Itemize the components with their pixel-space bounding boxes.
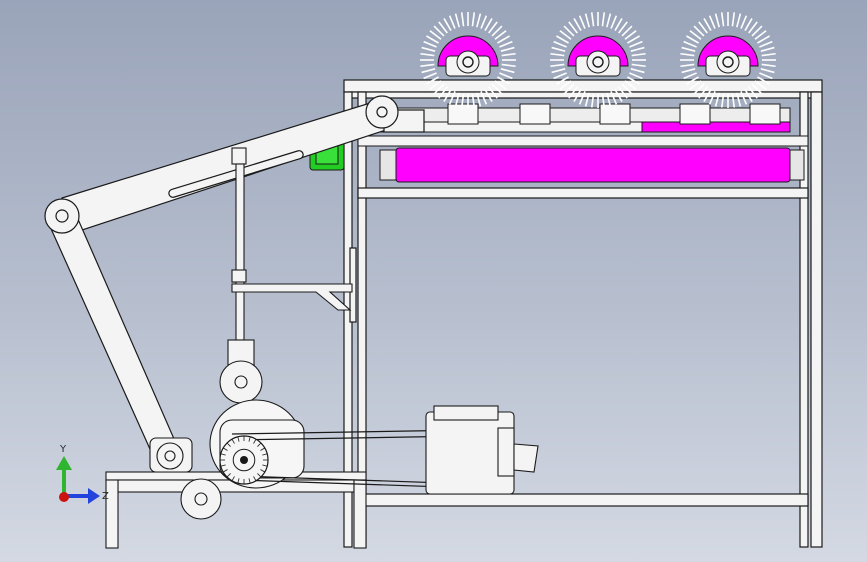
rod-bracket: [231, 283, 353, 311]
brush-wheel: [680, 12, 776, 108]
brush-bearing-pin: [722, 56, 734, 68]
upper-tray: [365, 107, 791, 123]
linkage-arm: [44, 95, 425, 459]
brush-bristles: [550, 12, 646, 108]
arm-pivot-right-pin: [376, 106, 388, 118]
brushes: [420, 12, 776, 108]
shaft-block: [749, 103, 781, 125]
y-axis-arrow: [56, 456, 72, 470]
gearbox-side-tab: [497, 427, 515, 477]
cam-follower-hub: [234, 375, 248, 389]
magenta-roller: [395, 147, 791, 183]
pulley-teeth: [220, 436, 268, 484]
push-rod: [219, 147, 353, 404]
roller-end-right: [789, 149, 805, 181]
frame-right-post-inner: [799, 91, 809, 548]
lower-idler-hub: [194, 492, 208, 506]
z-axis-arrow: [88, 488, 100, 504]
roller-crossbar: [357, 135, 809, 147]
arm-pivot-left-pin: [55, 209, 69, 223]
gearbox: [425, 405, 539, 495]
arm-base-bearing-pin: [164, 450, 176, 462]
frame-middle-shelf: [357, 187, 809, 199]
shaft-block: [679, 103, 711, 125]
z-axis-label: Z: [102, 491, 109, 502]
gearbox-top-lid: [433, 405, 499, 421]
motor-table: [105, 437, 367, 549]
frame-right-post-outer: [810, 91, 823, 548]
brush-bristles: [420, 12, 516, 108]
rod-collar: [231, 147, 247, 165]
lower-arm: [47, 209, 179, 459]
coordinate-triad: Y Z: [56, 444, 109, 504]
frame-bottom-rail: [357, 493, 809, 507]
brush-bristles: [680, 12, 776, 108]
pulley-hub: [240, 456, 248, 464]
y-axis-label: Y: [59, 444, 67, 455]
x-axis-dot: [59, 492, 69, 502]
shaft-block: [519, 103, 551, 125]
roller-end-left: [379, 149, 397, 181]
brush-bearing-pin: [592, 56, 604, 68]
rod-collar-mid: [231, 269, 247, 283]
shaft-block: [599, 103, 631, 125]
brush-bearing-pin: [462, 56, 474, 68]
table-leg-left: [105, 479, 119, 549]
gearbox-output-shaft: [513, 443, 539, 473]
brush-wheel: [420, 12, 516, 108]
brush-wheel: [550, 12, 646, 108]
table-leg-right: [353, 479, 367, 549]
pulley-left: [219, 435, 269, 485]
rod-shaft: [235, 163, 245, 341]
